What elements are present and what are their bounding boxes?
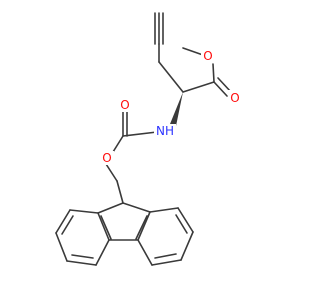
left-ring-inner-2 <box>71 254 94 259</box>
right-ring-inner-3 <box>135 215 148 240</box>
alpha-to-carbonyl-bond <box>182 81 215 93</box>
ester-carbonyl-oxygen-label: O <box>230 91 239 105</box>
alkyne-group <box>154 12 184 93</box>
right-ring-bond-2 <box>177 207 194 233</box>
left-ring-bond-2 <box>55 209 71 234</box>
stereo-wedge <box>170 92 183 126</box>
right-ring-inner-2 <box>154 253 177 259</box>
carbonyl-to-o-bond <box>112 135 124 153</box>
carbamate-carbonyl-oxygen-label: O <box>120 98 129 112</box>
o-to-ch2-bond <box>105 163 118 182</box>
fluorenyl-group <box>55 202 194 266</box>
ch2-to-fluorenyl-bond <box>116 180 124 204</box>
right-ring-bond-5 <box>137 239 153 266</box>
left-ring-inner-1 <box>61 215 74 235</box>
five-ring-bond-3 <box>97 212 110 241</box>
n-to-carbonyl-bond <box>122 131 158 137</box>
ester-o-halo <box>201 48 215 62</box>
nitrogen-label: NH <box>156 124 174 138</box>
ester-oxygen-label: O <box>203 49 212 63</box>
left-ring-bond-3 <box>55 232 68 262</box>
carbamate-carbonyl-o-halo <box>118 98 132 112</box>
left-ring-bond-5 <box>95 239 110 266</box>
carbonyl-double-bond-2 <box>217 77 232 93</box>
five-ring-bond-4 <box>137 211 151 241</box>
right-ring-bond-4 <box>151 259 182 266</box>
right-ring-bond-3 <box>180 231 194 261</box>
carbamate-group <box>105 111 158 204</box>
ester-o-to-methyl-bond <box>182 47 204 56</box>
wedge-bond <box>170 92 183 126</box>
carbamate-ether-o-halo <box>100 151 114 165</box>
left-ring-bond-4 <box>66 260 97 266</box>
nh-halo <box>154 124 176 138</box>
right-ring-bond-1 <box>149 207 179 213</box>
structure-svg: O O NH O O <box>55 12 242 266</box>
carbamate-ether-oxygen-label: O <box>102 151 111 165</box>
right-ring-inner-1 <box>175 214 188 234</box>
five-ring-bond-1 <box>97 202 124 214</box>
five-ring-bond-2 <box>122 202 151 213</box>
left-ring-bond-1 <box>69 209 99 214</box>
carbonyl-double-bond-1 <box>213 81 228 97</box>
left-ring-inner-3 <box>100 215 112 240</box>
ester-o-to-carbonyl-bond <box>212 63 215 83</box>
methyl-ester-group <box>182 47 232 97</box>
carbonyl-o-halo <box>228 90 242 104</box>
atom-labels: O O NH O O <box>100 48 242 165</box>
ch2-to-alpha-bond <box>158 61 184 93</box>
molecule-canvas: O O NH O O <box>55 12 242 266</box>
